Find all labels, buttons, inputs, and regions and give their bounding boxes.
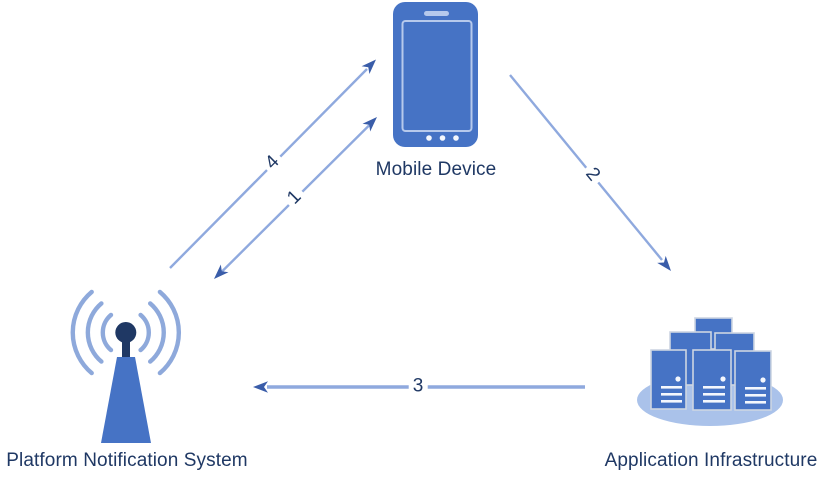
arrowhead-down-left xyxy=(214,264,229,279)
phone-speaker xyxy=(424,11,449,16)
antenna-broadcast-icon xyxy=(70,289,182,443)
phone-button-dot xyxy=(426,135,432,141)
smartphone-icon xyxy=(393,2,478,147)
phone-screen xyxy=(401,20,473,132)
server-tower-front-right xyxy=(734,350,772,411)
platform-notification-system-label: Platform Notification System xyxy=(6,450,248,471)
antenna-mast xyxy=(122,338,130,360)
server-tower-front-center xyxy=(692,349,732,411)
arrowhead-left xyxy=(253,381,268,393)
mobile-device-label: Mobile Device xyxy=(375,159,497,180)
signal-waves-left xyxy=(70,289,114,376)
antenna-top-ball xyxy=(115,322,137,343)
server-farm-icon xyxy=(637,317,783,426)
phone-button-dot xyxy=(453,135,459,141)
arrowhead-up-right xyxy=(362,117,377,132)
arrowhead-down-right xyxy=(657,255,671,271)
signal-waves-right xyxy=(138,289,182,376)
antenna-tower xyxy=(101,357,151,443)
server-tower-front-left xyxy=(650,349,687,410)
phone-button-dot xyxy=(439,135,446,141)
arrowhead-up-right xyxy=(361,59,376,74)
application-infrastructure-label: Application Infrastructure xyxy=(604,450,818,471)
arrow-3-label: 3 xyxy=(408,376,428,398)
